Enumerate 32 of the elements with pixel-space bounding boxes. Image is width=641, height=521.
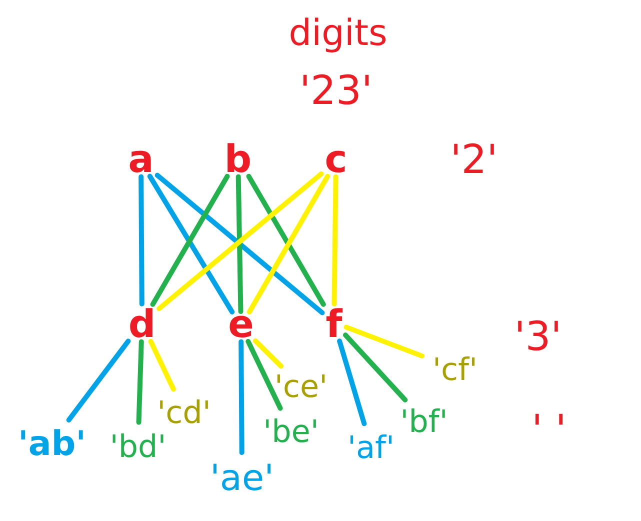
connector-line <box>337 338 367 426</box>
digit-label: '2' <box>454 143 494 173</box>
connector-line <box>66 338 131 422</box>
connector-line <box>236 174 244 314</box>
combination-label: 'ce' <box>277 374 325 398</box>
connector-line <box>238 339 244 456</box>
connector-line <box>343 332 408 402</box>
letter-label: d <box>130 308 152 338</box>
letter-label: f <box>326 308 343 337</box>
variable-name: digits <box>290 18 386 52</box>
connector-line <box>138 174 144 306</box>
combination-label: 'bf' <box>403 408 445 432</box>
combination-label: 'cd' <box>160 399 208 424</box>
combination-label: 'ae' <box>213 464 271 490</box>
connector-line <box>332 174 338 306</box>
combination-label: 'be' <box>266 418 316 442</box>
combination-label: 'ab' <box>21 429 83 456</box>
combination-label: 'cf' <box>435 356 475 380</box>
connector-line <box>136 339 144 425</box>
letter-label: a <box>130 150 151 173</box>
combination-label: 'bd' <box>112 433 164 458</box>
letter-label: e <box>230 316 252 338</box>
string-value: '23' <box>303 74 369 105</box>
connector-line <box>148 338 176 392</box>
combination-label: 'af' <box>350 434 392 458</box>
digit-label: '3' <box>518 320 558 351</box>
empty-string-label: ' ' <box>536 414 562 425</box>
connector-line <box>252 338 284 369</box>
letter-label: b <box>228 143 250 173</box>
connector-line <box>246 338 283 411</box>
connector-line <box>344 324 424 358</box>
letter-label: c <box>326 150 345 173</box>
